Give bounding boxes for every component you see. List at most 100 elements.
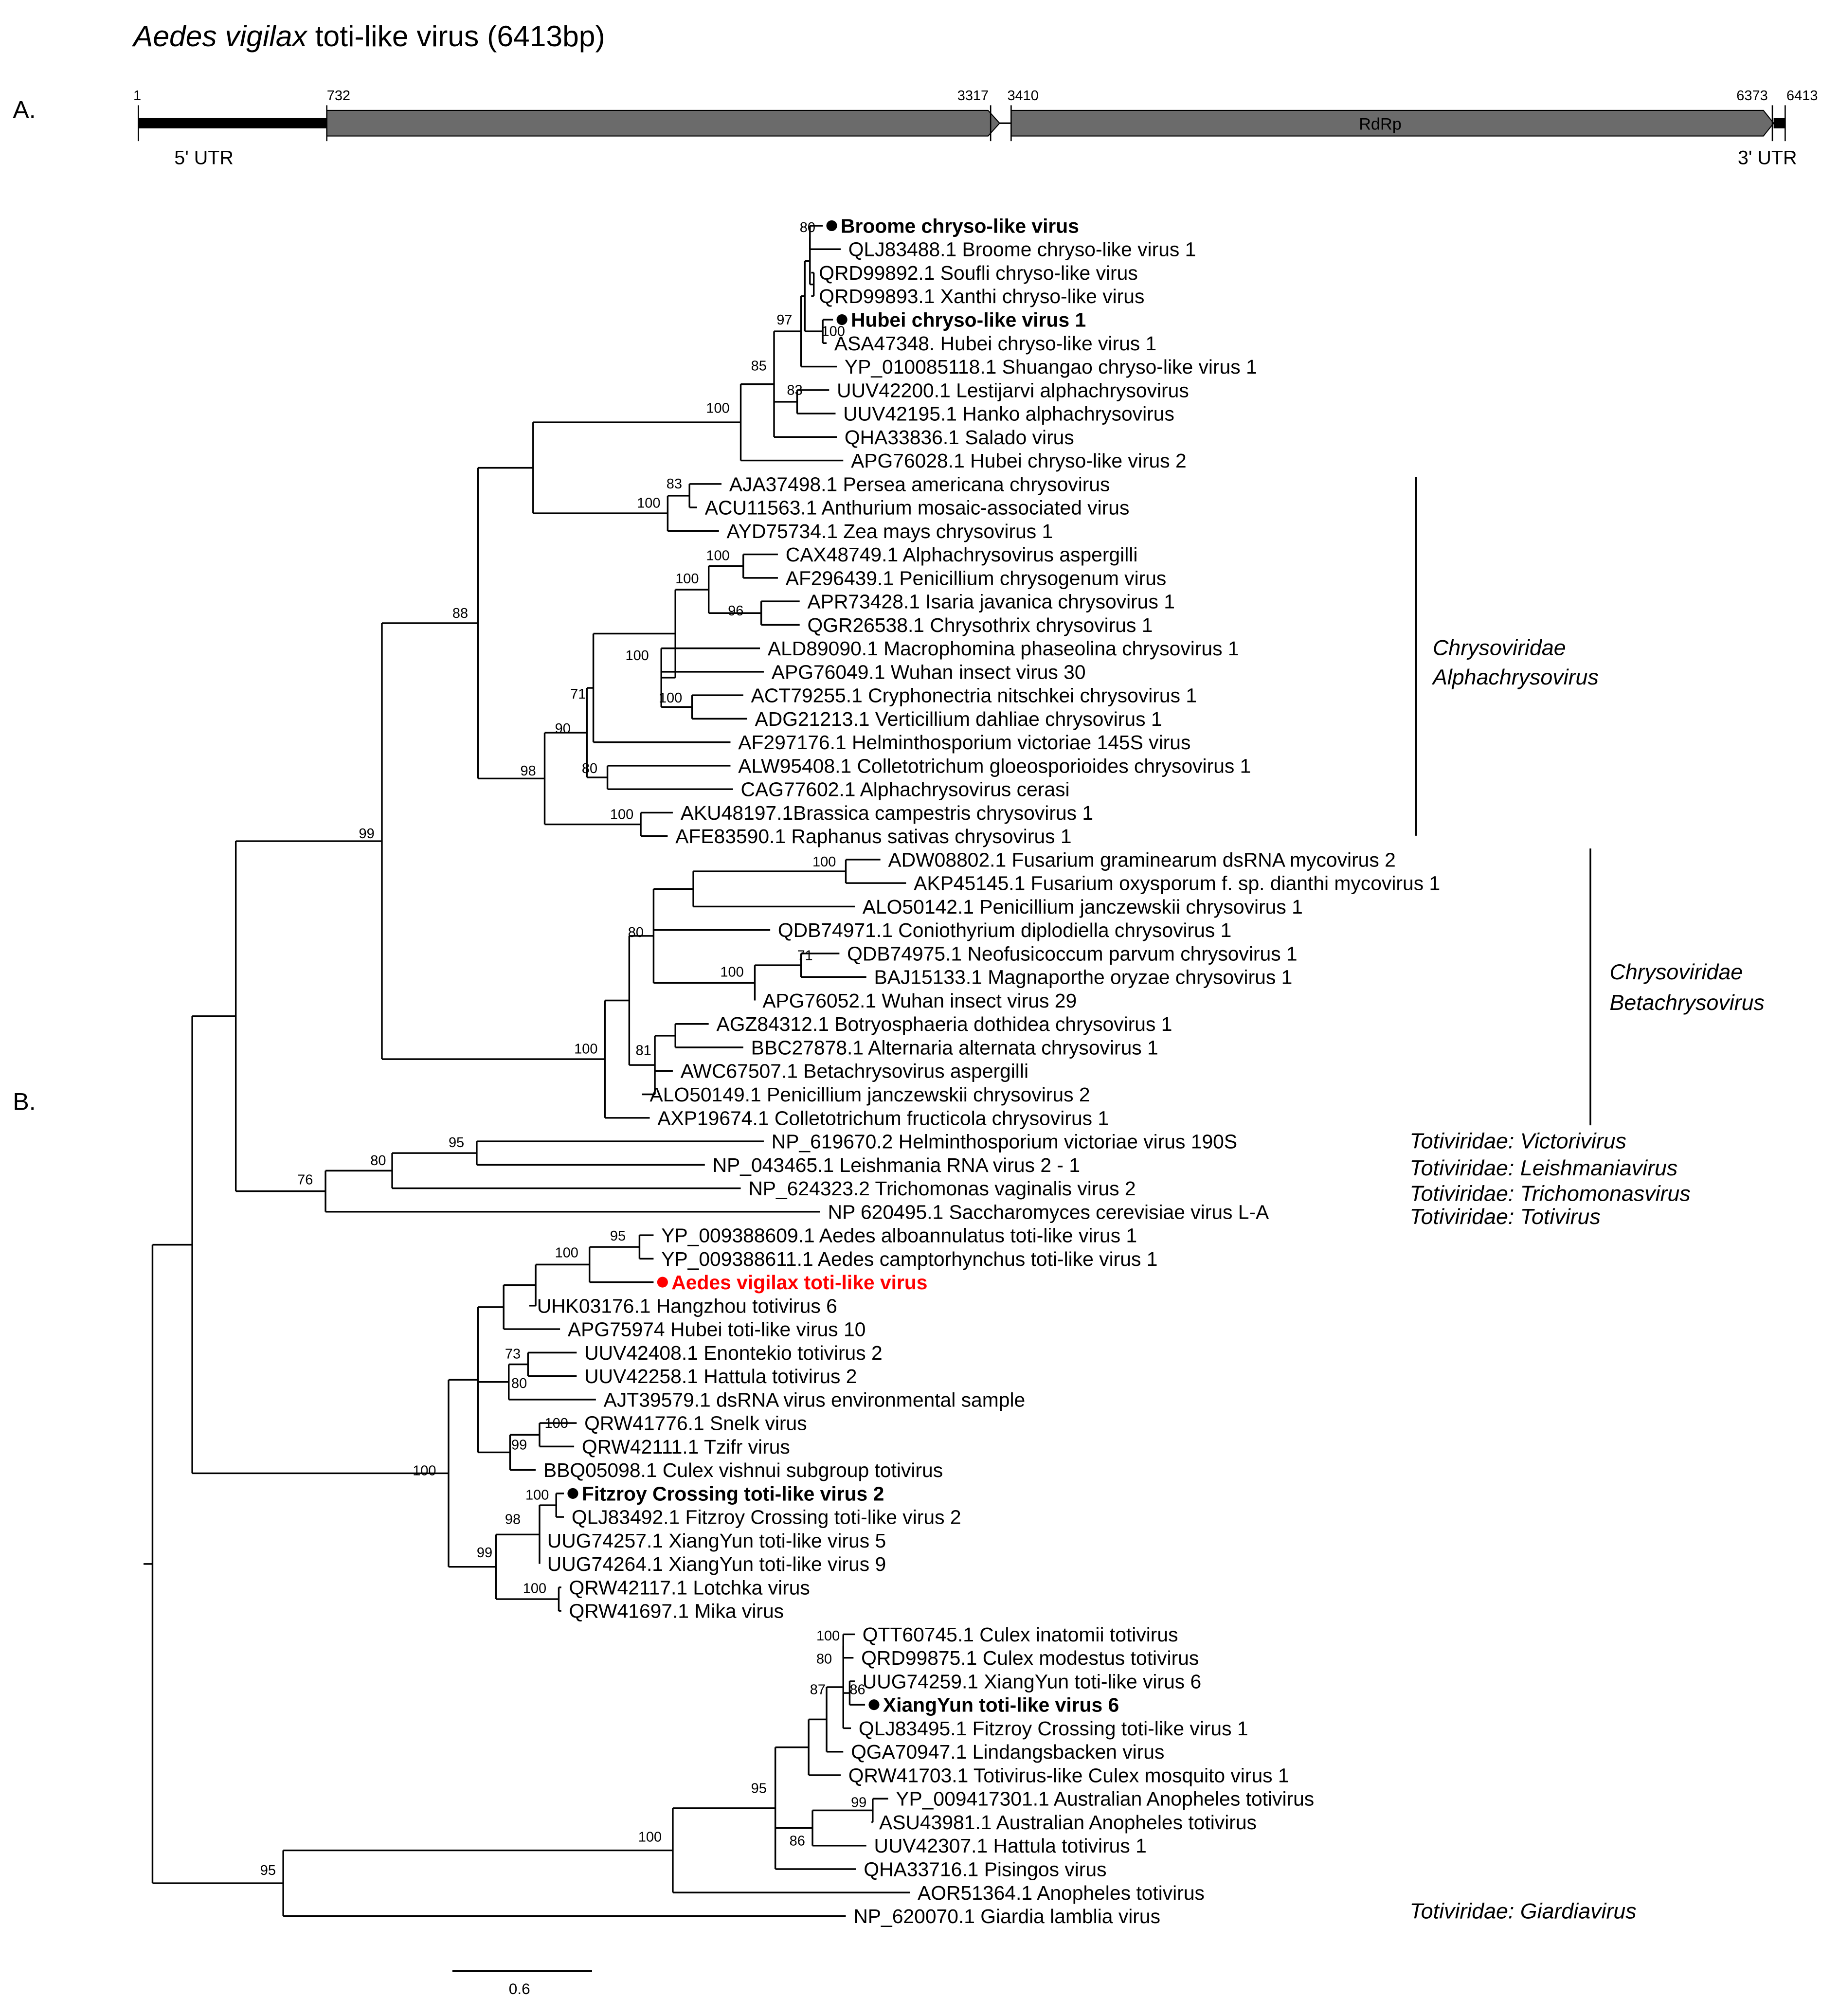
- taxon-label: AOR51364.1 Anopheles totivirus: [918, 1882, 1205, 1904]
- bootstrap-value: 100: [555, 1245, 578, 1260]
- clade-beta-genus: Betachrysovirus: [1609, 990, 1764, 1015]
- bootstrap-value: 86: [790, 1834, 805, 1849]
- bootstrap-value: 99: [511, 1438, 527, 1453]
- pos-732: 732: [327, 88, 350, 104]
- taxon-label: AKU48197.1Brassica campestris chrysoviru…: [681, 802, 1093, 824]
- taxon-label: QRD99875.1 Culex modestus totivirus: [861, 1647, 1199, 1669]
- taxon-label: NP 620495.1 Saccharomyces cerevisiae vir…: [828, 1201, 1269, 1223]
- bootstrap-value: 99: [477, 1545, 492, 1561]
- taxon-label: QGA70947.1 Lindangsbacken virus: [851, 1741, 1164, 1763]
- taxon-label: UUG74257.1 XiangYun toti-like virus 5: [547, 1530, 886, 1552]
- taxon-label: UUV42258.1 Hattula totivirus 2: [584, 1365, 857, 1387]
- taxon-label: APG75974 Hubei toti-like virus 10: [568, 1318, 866, 1341]
- taxon-label: QRW42117.1 Lotchka virus: [569, 1576, 810, 1599]
- taxon-label: AFE83590.1 Raphanus sativas chrysovirus …: [675, 825, 1071, 847]
- clade-alpha-genus: Alphachrysovirus: [1431, 665, 1599, 689]
- taxon-label: Broome chryso-like virus: [841, 215, 1079, 237]
- bootstrap-value: 80: [816, 1652, 832, 1667]
- panel-b-label: B.: [13, 1088, 36, 1116]
- bootstrap-value: 100: [574, 1042, 597, 1057]
- taxon-marker-dot: [826, 220, 837, 232]
- taxon-label: QDB74975.1 Neofusicoccum parvum chrysovi…: [847, 942, 1297, 965]
- bootstrap-value: 100: [816, 1628, 840, 1644]
- bootstrap-value: 71: [797, 948, 812, 963]
- bootstrap-value: 100: [659, 690, 682, 706]
- taxon-label: UUV42307.1 Hattula totivirus 1: [874, 1835, 1146, 1857]
- taxon-label: QLJ83495.1 Fitzroy Crossing toti-like vi…: [859, 1717, 1248, 1740]
- bootstrap-value: 100: [610, 807, 633, 823]
- bootstrap-value: 80: [511, 1376, 527, 1391]
- taxon-label: QTT60745.1 Culex inatomii totivirus: [863, 1623, 1178, 1646]
- taxon-label: APG76049.1 Wuhan insect virus 30: [772, 661, 1086, 683]
- taxon-label: Aedes vigilax toti-like virus: [671, 1271, 927, 1294]
- bootstrap-value: 100: [625, 648, 649, 664]
- clade-totivirus: Totiviridae: Totivirus: [1410, 1205, 1601, 1229]
- taxon-label: UUG74264.1 XiangYun toti-like virus 9: [547, 1553, 886, 1575]
- bootstrap-value: 95: [449, 1135, 464, 1151]
- bootstrap-value: 95: [610, 1228, 626, 1244]
- pos-6413: 6413: [1786, 88, 1818, 104]
- clade-leishmaniavirus: Totiviridae: Leishmaniavirus: [1410, 1156, 1678, 1180]
- taxon-label: ALW95408.1 Colletotrichum gloeosporioide…: [738, 755, 1251, 777]
- taxon-marker-dot: [868, 1699, 880, 1710]
- taxon-label: Fitzroy Crossing toti-like virus 2: [582, 1482, 884, 1505]
- taxon-label: QRW41776.1 Snelk virus: [584, 1412, 807, 1435]
- bootstrap-value: 100: [706, 401, 729, 416]
- bootstrap-value: 100: [812, 854, 836, 870]
- taxon-label: AXP19674.1 Colletotrichum fructicola chr…: [657, 1107, 1109, 1129]
- bootstrap-value: 88: [452, 606, 468, 621]
- bootstrap-value: 90: [555, 721, 571, 737]
- taxon-label: AF296439.1 Penicillium chrysogenum virus: [786, 567, 1167, 589]
- utr5-bar: [138, 118, 327, 128]
- bootstrap-value: 100: [638, 1830, 662, 1845]
- pos-3317: 3317: [957, 88, 989, 104]
- taxon-label: NP_624323.2 Trichomonas vaginalis virus …: [748, 1177, 1136, 1200]
- genome-map: 1 732 3317 3410 6373 6413 RdRp 5' UTR 3'…: [133, 88, 1818, 169]
- bootstrap-labels: 8097100858310083100881001009610010071908…: [260, 220, 867, 1878]
- taxon-label: QRW41697.1 Mika virus: [569, 1600, 784, 1622]
- utr5-label: 5' UTR: [174, 147, 234, 169]
- utr3-label: 3' UTR: [1738, 147, 1797, 169]
- taxon-label: NP_043465.1 Leishmania RNA virus 2 - 1: [713, 1154, 1080, 1176]
- scale-bar-label: 0.6: [509, 1980, 530, 1998]
- taxon-label: NP_620070.1 Giardia lamblia virus: [853, 1905, 1160, 1927]
- taxon-label: UUG74259.1 XiangYun toti-like virus 6: [863, 1670, 1201, 1692]
- taxon-label: XiangYun toti-like virus 6: [883, 1694, 1119, 1716]
- taxon-label: AF297176.1 Helminthosporium victoriae 14…: [738, 731, 1190, 754]
- taxon-label: QRD99893.1 Xanthi chryso-like virus: [819, 285, 1144, 307]
- bootstrap-value: 100: [545, 1416, 568, 1431]
- bootstrap-value: 100: [821, 324, 845, 340]
- bootstrap-value: 98: [520, 763, 536, 779]
- taxon-label: ALO50142.1 Penicillium janczewskii chrys…: [863, 896, 1303, 918]
- taxon-label: QHA33836.1 Salado virus: [845, 426, 1074, 449]
- taxon-label: UHK03176.1 Hangzhou totivirus 6: [537, 1295, 837, 1317]
- taxon-label: BBQ05098.1 Culex vishnui subgroup totivi…: [543, 1459, 943, 1481]
- bootstrap-value: 100: [523, 1581, 546, 1597]
- taxon-label: ADG21213.1 Verticillium dahliae chrysovi…: [755, 708, 1162, 730]
- taxon-label: ALD89090.1 Macrophomina phaseolina chrys…: [768, 637, 1239, 660]
- bootstrap-value: 83: [787, 383, 802, 398]
- bootstrap-value: 95: [260, 1863, 276, 1878]
- bootstrap-value: 100: [720, 965, 743, 980]
- taxon-label: UUV42408.1 Enontekio totivirus 2: [584, 1342, 883, 1364]
- bootstrap-value: 83: [667, 476, 682, 492]
- pos-1: 1: [133, 88, 141, 104]
- taxon-label: Hubei chryso-like virus 1: [851, 309, 1086, 331]
- orf1-arrow: [326, 109, 1001, 137]
- taxon-marker-dot: [657, 1277, 668, 1288]
- taxon-label: QRD99892.1 Soufli chryso-like virus: [819, 262, 1138, 284]
- taxon-label: AJA37498.1 Persea americana chrysovirus: [729, 473, 1110, 495]
- taxon-label: AGZ84312.1 Botryosphaeria dothidea chrys…: [716, 1013, 1172, 1035]
- taxon-label: APG76052.1 Wuhan insect virus 29: [762, 990, 1077, 1012]
- taxon-label: QLJ83488.1 Broome chryso-like virus 1: [848, 238, 1196, 261]
- taxon-label: AYD75734.1 Zea mays chrysovirus 1: [727, 520, 1053, 542]
- taxon-label: CAG77602.1 Alphachrysovirus cerasi: [741, 778, 1070, 801]
- taxon-marker-dot: [567, 1488, 578, 1499]
- taxon-label: UUV42195.1 Hanko alphachrysovirus: [843, 403, 1174, 425]
- bootstrap-value: 97: [776, 312, 792, 328]
- bootstrap-value: 100: [706, 548, 729, 564]
- bootstrap-value: 87: [810, 1682, 826, 1698]
